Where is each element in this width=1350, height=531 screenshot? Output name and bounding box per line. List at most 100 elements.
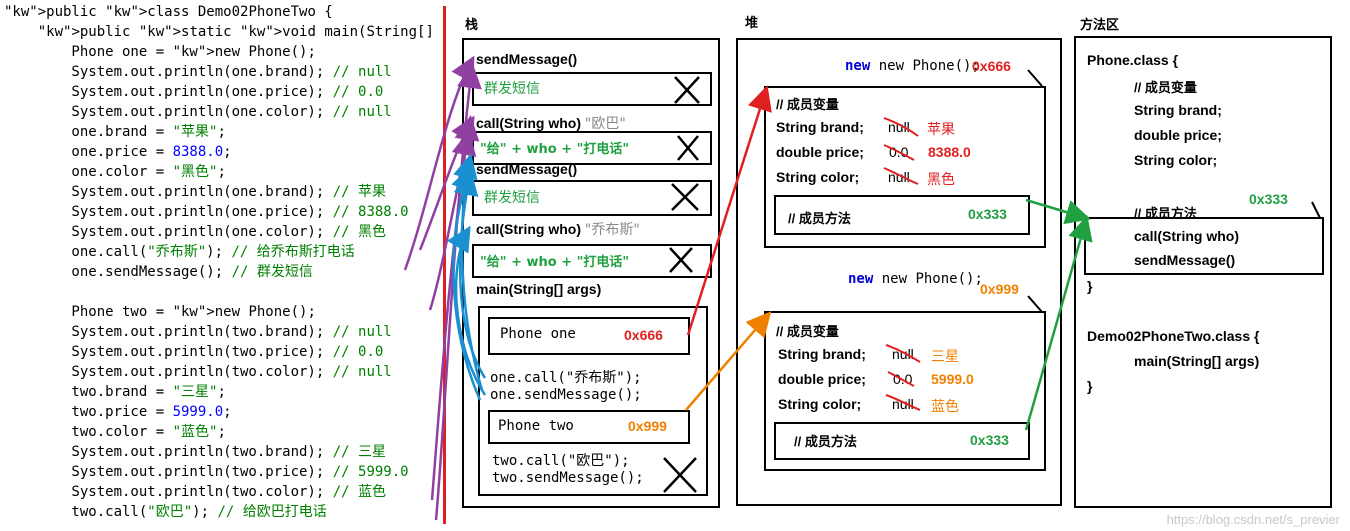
- frame-label-send-1: sendMessage(): [476, 51, 578, 67]
- heap-2-field-0: String brand;: [778, 346, 866, 362]
- strike-mark: [885, 344, 921, 363]
- one-send-line: one.sendMessage();: [490, 387, 642, 403]
- heap-2-members-title: // 成员变量: [776, 324, 839, 339]
- strike-mark: [883, 167, 919, 185]
- x-marks: [663, 76, 700, 493]
- code-line: System.out.println(two.price); // 5999.0: [4, 464, 409, 480]
- heap-2-new-1: 5999.0: [931, 371, 974, 387]
- corner-tick: [1027, 295, 1043, 313]
- heap-2-methods-title: // 成员方法: [794, 434, 857, 449]
- var-two-addr: 0x999: [628, 418, 667, 434]
- class-members-title: // 成员变量: [1134, 80, 1197, 95]
- orange-arrow: [685, 311, 772, 411]
- code-line: System.out.println(one.color); // null: [4, 104, 392, 120]
- frame-label-call-2: call(String who) "乔布斯": [476, 219, 640, 239]
- frame-send-1-content: 群发短信: [484, 81, 540, 97]
- red-divider: [443, 6, 446, 524]
- code-line: System.out.println(one.brand); // 苹果: [4, 184, 387, 200]
- heap-new-1: new new Phone();: [845, 58, 980, 74]
- heap-1-field-2: String color;: [776, 169, 860, 185]
- corner-tick: [1027, 69, 1043, 87]
- frame-call-2-sig: call(String who): [476, 221, 581, 237]
- code-line: Phone two = "kw">new Phone();: [4, 304, 316, 320]
- code-line: one.sendMessage(); // 群发短信: [4, 264, 313, 280]
- strike-mark: [883, 144, 915, 161]
- heap-1-methods-box: [774, 195, 1030, 235]
- var-one-addr: 0x666: [624, 327, 663, 343]
- heap-2-field-2: String color;: [778, 396, 862, 412]
- code-line: System.out.println(one.color); // 黑色: [4, 224, 387, 240]
- heap-1-methods-title: // 成员方法: [788, 211, 851, 226]
- heap-1-methods-addr: 0x333: [968, 206, 1007, 222]
- phone-class-decl: Phone.class {: [1087, 52, 1179, 68]
- code-line: System.out.println(two.color); // null: [4, 364, 392, 380]
- frame-label-send-2: sendMessage(): [476, 161, 578, 177]
- heap-1-new-2: 黑色: [927, 172, 955, 188]
- method-area-title: 方法区: [1080, 17, 1120, 32]
- frame-call-1-sig: call(String who): [476, 115, 581, 131]
- code-line: "kw">public "kw">class Demo02PhoneTwo {: [4, 4, 333, 20]
- heap-1-members-title: // 成员变量: [776, 97, 839, 112]
- frame-call-2-arg: "乔布斯": [584, 222, 640, 238]
- demo-class-close: }: [1087, 378, 1093, 394]
- frame-call-2-content: "给" + who + "打电话": [480, 255, 630, 270]
- code-line: System.out.println(one.price); // 8388.0: [4, 204, 409, 220]
- code-line: System.out.println(one.price); // 0.0: [4, 84, 384, 100]
- code-line: System.out.println(two.price); // 0.0: [4, 344, 384, 360]
- code-line: two.brand = "三星";: [4, 384, 226, 400]
- blue-arrow: [453, 170, 487, 379]
- code-line: two.price = 5999.0;: [4, 404, 232, 420]
- frame-send-2-content: 群发短信: [484, 190, 540, 206]
- heap-title: 堆: [745, 15, 759, 30]
- code-line: one.brand = "苹果";: [4, 124, 226, 140]
- blue-arrows: [447, 153, 487, 401]
- heap-2-methods-addr: 0x333: [970, 432, 1009, 448]
- heap-addr-2: 0x999: [980, 281, 1019, 297]
- var-two-label: Phone two: [498, 418, 574, 434]
- corner-tick: [1311, 201, 1321, 219]
- class-field-1: double price;: [1134, 127, 1222, 143]
- x-mark-1: [674, 76, 700, 104]
- heap-addr-1: 0x666: [972, 58, 1011, 74]
- class-field-2: String color;: [1134, 152, 1218, 168]
- code-line: Phone one = "kw">new Phone();: [4, 44, 316, 60]
- heap-1-field-0: String brand;: [776, 119, 864, 135]
- blue-arrow: [453, 153, 484, 391]
- heap-1-field-1: double price;: [776, 144, 864, 160]
- frame-label-main: main(String[] args): [476, 281, 602, 297]
- green-arrow: [1025, 198, 1091, 225]
- frame-call-1-content: "给" + who + "打电话": [480, 142, 630, 157]
- heap-1-old-0: null: [888, 119, 910, 135]
- code-line: two.call("欧巴"); // 给欧巴打电话: [4, 504, 327, 520]
- x-mark-4: [669, 247, 693, 273]
- watermark: https://blog.csdn.net/s_previer: [1166, 512, 1340, 527]
- heap-new-2-text: new Phone();: [881, 271, 983, 287]
- var-two-box: [488, 410, 690, 444]
- green-arrow: [1024, 215, 1093, 431]
- phone-class-close: }: [1087, 278, 1093, 294]
- x-mark-2: [677, 135, 699, 161]
- var-one-label: Phone one: [500, 326, 576, 342]
- stack-title: 栈: [465, 17, 479, 32]
- heap-new-2: new new Phone();: [848, 271, 983, 287]
- heap-2-new-0: 三星: [931, 349, 959, 365]
- purple-arrow: [434, 63, 482, 521]
- blue-arrow: [451, 165, 482, 401]
- class-method-0: call(String who): [1134, 228, 1239, 244]
- two-send-line: two.sendMessage();: [492, 470, 644, 486]
- one-call-line: one.call("乔布斯");: [490, 370, 642, 386]
- strike-mark: [883, 117, 919, 137]
- code-line: two.color = "蓝色";: [4, 424, 226, 440]
- heap-1-new-0: 苹果: [927, 122, 955, 138]
- var-one-box: [488, 317, 690, 355]
- code-line: one.call("乔布斯"); // 给乔布斯打电话: [4, 244, 355, 260]
- x-mark-5: [663, 457, 697, 493]
- frame-call-1: [472, 131, 712, 165]
- code-line: one.color = "黑色";: [4, 164, 226, 180]
- x-mark-3: [671, 183, 699, 211]
- red-arrow: [686, 85, 772, 336]
- code-line: System.out.println(one.brand); // null: [4, 64, 392, 80]
- class-field-0: String brand;: [1134, 102, 1222, 118]
- code-line: "kw">public "kw">static "kw">void main(S…: [37, 24, 434, 40]
